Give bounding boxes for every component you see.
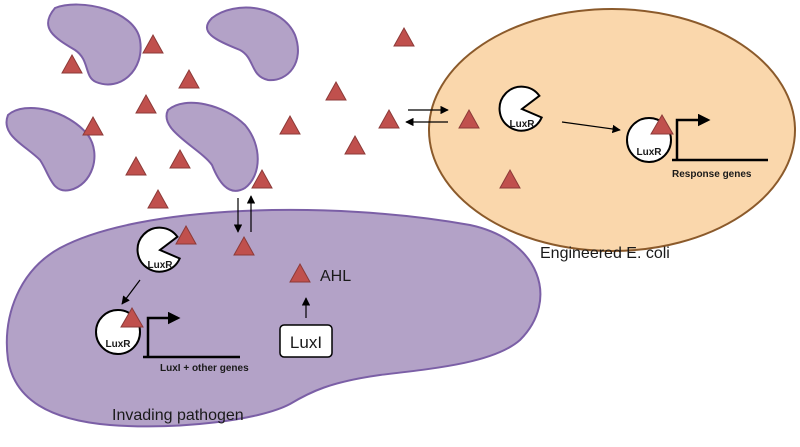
ahl-triangle-icon: [135, 93, 157, 114]
ahl-triangle-icon: [147, 188, 169, 209]
ahl-triangle-icon: [325, 80, 347, 101]
ahl-triangle-icon: [233, 235, 255, 256]
ahl-triangle-icon: [393, 26, 415, 47]
ahl-triangle-icon: [178, 68, 200, 89]
ahl-triangle-icon: [125, 155, 147, 176]
transport-arrows: [121, 105, 621, 318]
bacterium-icon: [47, 3, 142, 86]
pathogen-label: Invading pathogen: [112, 407, 244, 424]
promoter-arrow-icon: [146, 311, 181, 357]
ahl-triangle-icon: [458, 108, 480, 129]
ahl-triangle-icon: [499, 168, 521, 189]
luxr-label: LuxR: [148, 260, 174, 271]
luxi-label: LuxI: [290, 333, 322, 352]
arrow-luxr-bind-pathogen: [121, 279, 141, 305]
ahl-triangle-icon: [344, 134, 366, 155]
ahl-triangle-icon: [120, 307, 144, 328]
luxr-pacman-icon: [498, 85, 544, 132]
ahl-triangle-icon: [251, 168, 273, 189]
luxr-bound-ecoli: LuxR Response genes: [626, 113, 768, 180]
ahl-triangle-icon: [169, 148, 191, 169]
ahl-triangle-icon: [279, 114, 301, 135]
ahl-triangle-icon: [289, 262, 311, 283]
luxr-label: LuxR: [510, 119, 536, 130]
luxr-pacman-icon: [136, 226, 182, 273]
bacterium-icon: [206, 6, 299, 82]
luxi-rect: [279, 324, 333, 358]
ahl-triangle-icon: [82, 115, 104, 136]
response-genes-label: Response genes: [672, 169, 752, 180]
ahl-triangle-icon: [175, 224, 197, 245]
ahl-triangle-icon: [61, 53, 83, 74]
luxr-free-pathogen: LuxR: [136, 226, 182, 273]
ahl-triangle-icon: [142, 33, 164, 54]
ahl-molecules: [61, 26, 521, 283]
bacteria-group: [5, 3, 299, 192]
luxi-genes-label: LuxI + other genes: [160, 363, 249, 374]
luxr-label: LuxR: [637, 147, 663, 158]
luxr-label: LuxR: [106, 339, 132, 350]
ecoli-label: Engineered E. coli: [540, 245, 670, 262]
bacterium-icon: [165, 101, 259, 192]
ecoli-cell: [428, 8, 796, 252]
luxi-box: LuxI: [279, 324, 333, 358]
ahl-label: AHL: [320, 268, 351, 285]
luxr-bound-pathogen: LuxR LuxI + other genes: [95, 307, 249, 374]
ahl-triangle-icon: [650, 114, 674, 135]
luxr-free-ecoli: LuxR: [498, 85, 544, 132]
bacterium-icon: [5, 106, 96, 192]
arrow-luxr-bind-ecoli: [561, 121, 621, 134]
promoter-arrow-icon: [675, 113, 711, 160]
pathogen-cell: [5, 208, 542, 428]
ahl-triangle-icon: [378, 108, 400, 129]
